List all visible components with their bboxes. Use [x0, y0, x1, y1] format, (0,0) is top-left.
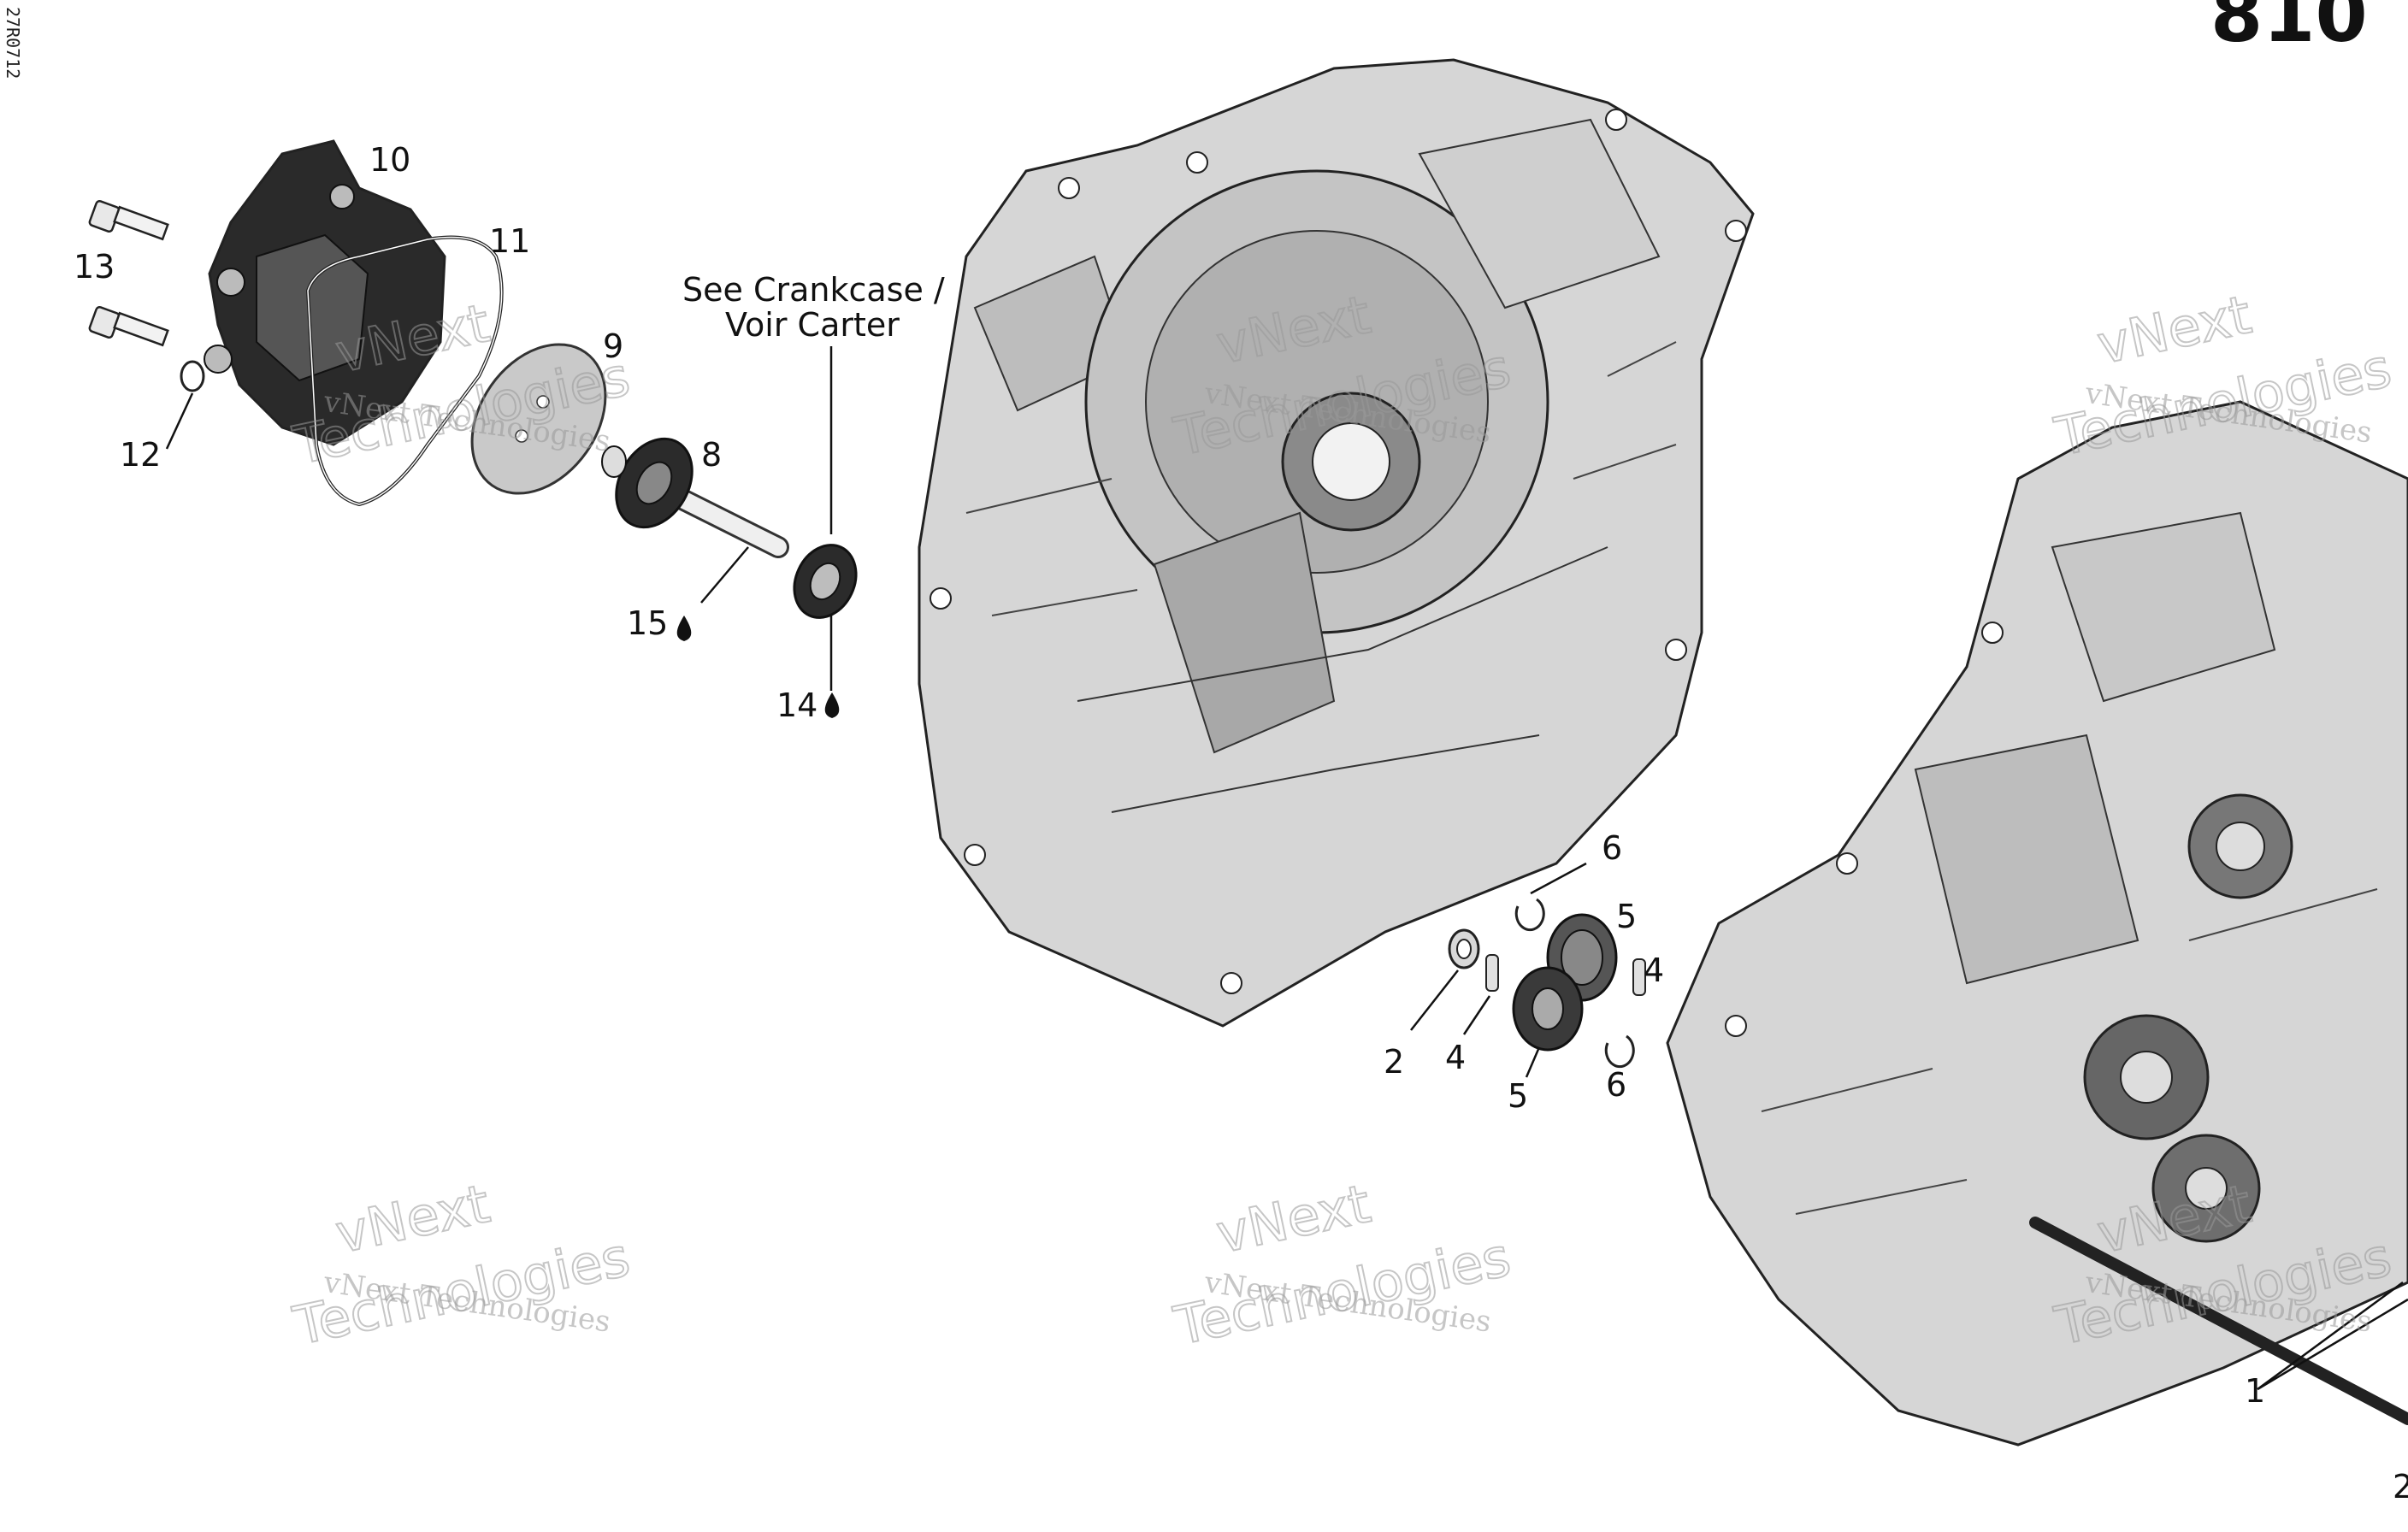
callout-2-edge: 2: [2393, 1468, 2408, 1505]
part-6-circlip-upper: [1514, 898, 1545, 932]
callout-5-upper: 5: [1616, 898, 1637, 935]
svg-text:vNext: vNext: [330, 1172, 494, 1265]
part-4-pin-left: [1485, 954, 1499, 992]
part-2-washer: [1448, 928, 1480, 969]
svg-text:vNext: vNext: [2092, 283, 2256, 376]
watermark: vNext vNext Technologies Technologies: [287, 1171, 636, 1358]
callout-6-lower: 6: [1606, 1066, 1626, 1104]
callout-10: 10: [369, 141, 410, 179]
callout-9: 9: [603, 327, 623, 365]
callout-15: 15: [627, 604, 668, 642]
callout-1: 1: [2245, 1372, 2265, 1410]
callout-6-upper: 6: [1602, 829, 1622, 867]
oil-drop-icon: [676, 616, 692, 641]
crankcase-note-line2: Voir Carter: [725, 306, 900, 344]
svg-text:vNext: vNext: [1211, 1172, 1375, 1265]
part-5-gear-upper: [1546, 913, 1618, 1002]
callout-4-left: 4: [1445, 1039, 1466, 1076]
callout-11: 11: [489, 222, 530, 260]
crankcase-note-line1: See Crankcase /: [682, 271, 945, 309]
callout-12: 12: [120, 436, 161, 474]
part-9-impeller: [470, 343, 607, 495]
part-6-circlip-lower: [1604, 1034, 1635, 1069]
part-11-gasket: [305, 235, 504, 507]
part-13-bolt-lower: [88, 305, 169, 347]
watermark: vNext vNext Technologies Technologies: [1168, 1171, 1517, 1358]
leader-lines: [165, 346, 2408, 1391]
callout-2: 2: [1384, 1043, 1404, 1081]
callout-8: 8: [701, 436, 722, 474]
part-14-seal: [793, 544, 858, 619]
part-12-washer: [180, 360, 205, 392]
callout-5-lower: 5: [1508, 1077, 1528, 1115]
part-10-pump-cover: [204, 139, 446, 446]
callout-14: 14: [776, 686, 817, 724]
page-number: 810: [2210, 0, 2368, 59]
part-4-pin-right: [1632, 958, 1646, 996]
crankcase-half-center: [918, 58, 1755, 1028]
part-13-bolt-upper: [88, 199, 169, 241]
crankcase-half-right: [1666, 400, 2408, 1447]
part-8-pump-shaft: [601, 437, 789, 558]
callout-4-right: 4: [1644, 952, 1664, 989]
callout-13: 13: [74, 248, 115, 286]
part-1-shaft: [2029, 1217, 2408, 1425]
oil-drop-icon: [824, 692, 840, 718]
part-5-gear-lower: [1512, 966, 1584, 1052]
reference-code: 27R0712: [3, 7, 23, 79]
